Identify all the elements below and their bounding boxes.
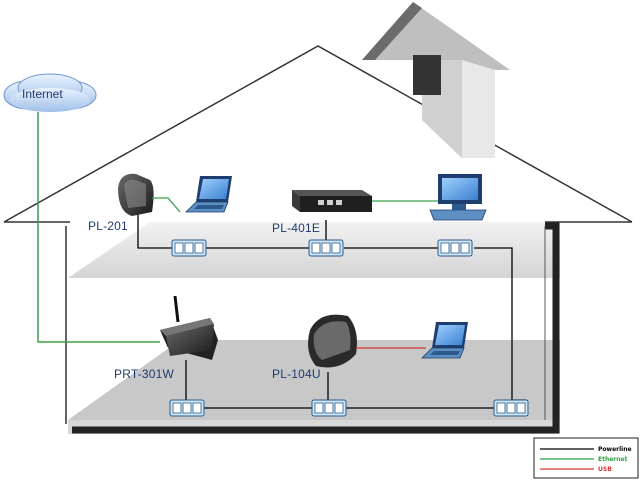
laptop-upper-left-icon [185,175,233,213]
pl201-adapter-icon [118,173,154,216]
pl401e-switch-icon [292,190,372,212]
label-pl201: PL-201 [88,219,128,233]
prt301w-router-icon [160,295,218,360]
legend-label-usb: USB [598,466,612,473]
ethernet-link-pl201 [152,197,181,213]
house [3,45,633,434]
internet-cloud: Internet [3,73,97,112]
outlet-lower-left [169,399,205,417]
label-prt301w: PRT-301W [114,367,175,381]
legend-label-ethernet: Ethernet [598,456,628,463]
chimney-house-icon [362,2,510,158]
pl104u-adapter-icon [308,314,357,368]
outlet-upper-left [171,239,207,257]
legend: Powerline Ethernet USB [533,437,639,479]
legend-label-powerline: Powerline [598,446,632,453]
powerline-wiring [137,214,526,409]
outlet-upper-right [437,239,473,257]
right-wall [72,222,560,434]
outlet-upper-middle [308,239,344,257]
internet-label: Internet [22,87,63,101]
label-pl401e: PL-401E [272,221,320,235]
label-pl104u: PL-104U [272,367,321,381]
outlet-lower-middle [311,399,347,417]
desktop-computer-icon [429,174,487,221]
roof-outline [3,45,633,223]
outlet-lower-right [493,399,529,417]
ethernet-link-internet [37,112,160,343]
